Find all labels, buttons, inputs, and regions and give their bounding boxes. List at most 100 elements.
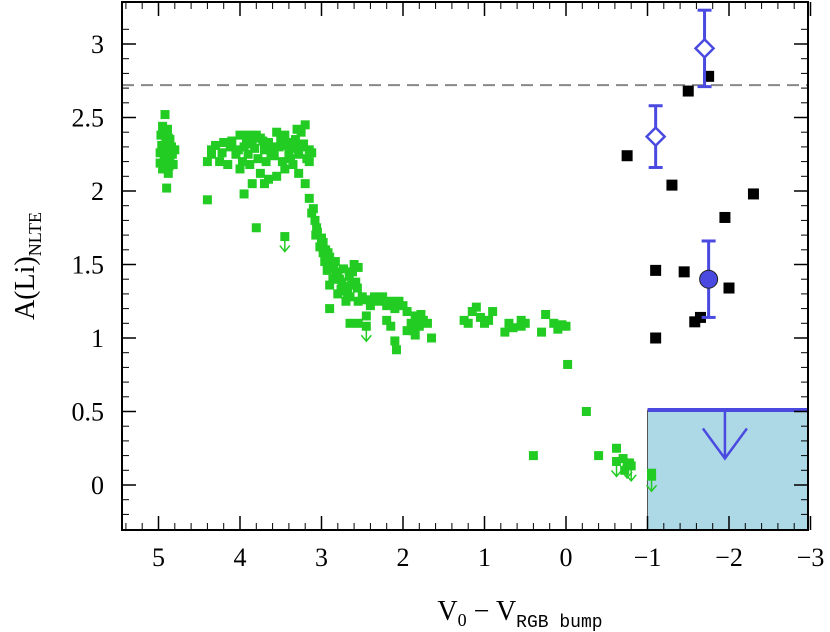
data-point (333, 289, 343, 299)
data-point (541, 309, 551, 319)
data-point (621, 150, 633, 162)
x-axis-label: V0 − VRGB bump (437, 596, 602, 632)
data-point (311, 230, 321, 240)
data-point (345, 318, 355, 328)
data-point (347, 280, 357, 290)
data-point (215, 157, 225, 167)
x-tick-label: 4 (234, 543, 247, 572)
data-point (328, 274, 338, 284)
upper-limit-arrow-head (279, 245, 291, 253)
data-point (353, 296, 363, 306)
data-point (242, 137, 252, 147)
data-point (294, 149, 304, 159)
data-point (361, 295, 371, 305)
data-point (414, 321, 424, 331)
data-point (352, 283, 362, 293)
data-point (339, 264, 349, 274)
data-point (155, 158, 165, 168)
x-label-main2: V (496, 596, 516, 627)
data-point (307, 208, 317, 218)
data-point (272, 127, 282, 137)
x-label-sub2: RGB bump (516, 613, 602, 632)
data-point (325, 280, 335, 290)
x-tick-label: 0 (560, 543, 573, 572)
data-point (427, 333, 437, 343)
data-point (378, 292, 388, 302)
data-point (315, 242, 325, 252)
data-point (290, 135, 300, 145)
data-point (318, 248, 328, 258)
upper-limit-arrow-head (645, 484, 658, 493)
data-point (666, 179, 678, 191)
data-point (537, 327, 547, 337)
upper-limit-arrow-head (360, 334, 372, 343)
data-point (274, 142, 284, 152)
shaded-region-layer (647, 408, 808, 530)
data-point (296, 127, 306, 137)
data-point (581, 407, 591, 416)
data-point (162, 124, 172, 134)
region-upper-limit-arrow-head (701, 427, 748, 461)
y-label-main: A(Li) (10, 256, 41, 320)
data-point (330, 257, 340, 267)
data-point (391, 345, 401, 355)
upper-limit-arrow-head (610, 469, 623, 478)
data-point (307, 148, 317, 158)
x-label-sub0: 0 (458, 610, 467, 630)
data-point (266, 148, 276, 158)
x-tick-label: −1 (634, 543, 662, 572)
y-tick-labels: 00.511.522.53 (72, 30, 105, 500)
data-point (282, 140, 292, 150)
data-point (312, 223, 322, 233)
data-point (272, 171, 282, 181)
data-point (650, 332, 662, 344)
data-point (277, 157, 287, 167)
shaded-region (647, 410, 808, 530)
data-point (325, 304, 335, 314)
data-point (402, 326, 412, 336)
data-point (243, 149, 253, 159)
data-point (239, 189, 249, 199)
data-point (500, 327, 510, 337)
data-point (528, 451, 538, 461)
y-tick-label: 1 (91, 324, 104, 353)
data-point (561, 321, 571, 331)
data-point (255, 168, 265, 178)
x-label-main: V (437, 596, 457, 627)
x-label-dash: − (467, 596, 496, 627)
data-point (719, 211, 731, 223)
data-point (227, 136, 237, 146)
data-point (158, 121, 168, 131)
data-point (245, 160, 255, 170)
data-point (310, 215, 320, 225)
data-point (259, 145, 269, 155)
data-point (251, 223, 261, 233)
data-point (644, 125, 667, 148)
data-point (304, 157, 314, 167)
y-axis-label: A(Li)NLTE (10, 212, 45, 320)
data-point (294, 168, 304, 178)
data-point (206, 145, 216, 155)
data-point (416, 309, 426, 319)
data-point (202, 157, 212, 167)
data-point (365, 301, 375, 311)
data-point (300, 120, 310, 130)
data-point (280, 164, 290, 174)
data-point (594, 451, 604, 461)
data-point (549, 318, 559, 328)
data-point (322, 265, 332, 275)
data-point (223, 160, 233, 170)
data-point (253, 154, 263, 164)
x-tick-label: 3 (315, 543, 328, 572)
data-point (723, 282, 735, 294)
data-points-layer (155, 8, 759, 493)
data-point (386, 296, 396, 306)
data-point (414, 315, 424, 325)
data-point (157, 140, 167, 150)
y-label-sub: NLTE (25, 212, 45, 256)
data-point (163, 168, 173, 178)
data-point (162, 145, 172, 155)
data-point (320, 257, 330, 267)
